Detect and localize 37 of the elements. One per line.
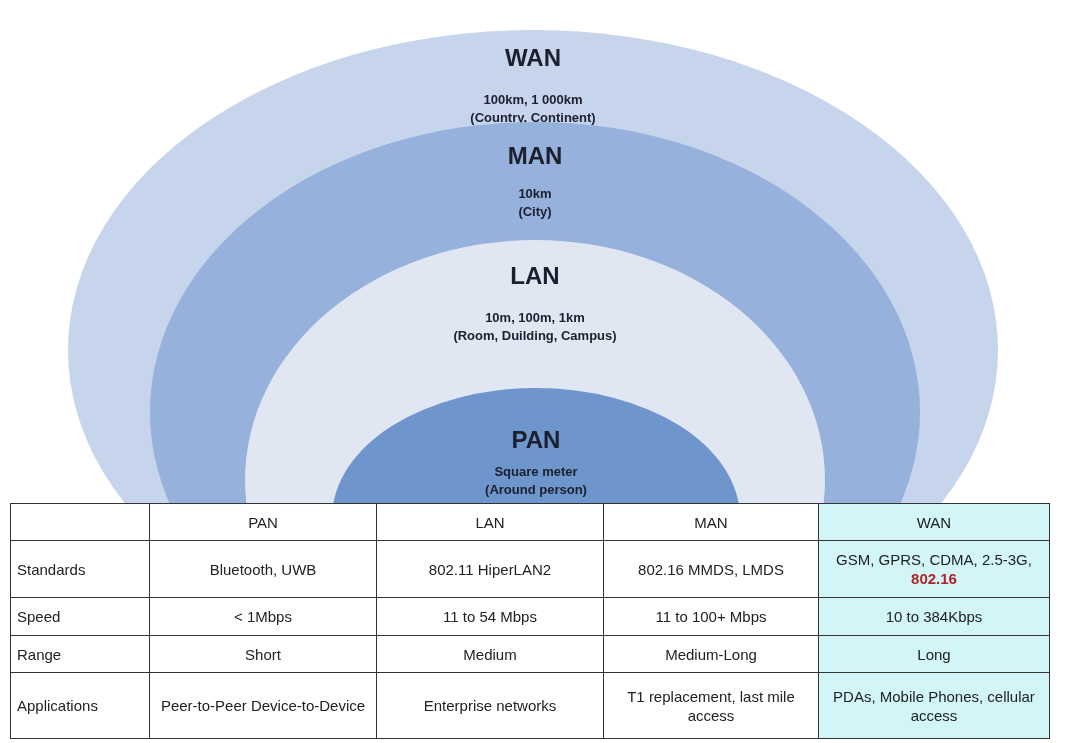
table-cell: 802.16 MMDS, LMDS — [603, 540, 819, 598]
table-cell: Enterprise networks — [376, 672, 604, 739]
table-cell: Short — [149, 635, 377, 673]
column-header: PAN — [149, 503, 377, 541]
table-cell: 11 to 100+ Mbps — [603, 597, 819, 636]
table-cell: 802.11 HiperLAN2 — [376, 540, 604, 598]
range-text: (Room, Duilding, Campus) — [452, 328, 618, 343]
row-header: Applications — [10, 672, 150, 739]
range-text: (City) — [517, 204, 553, 219]
table-cell: Bluetooth, UWB — [149, 540, 377, 598]
table-cell: 11 to 54 Mbps — [376, 597, 604, 636]
column-header: LAN — [376, 503, 604, 541]
range-text: 10m, 100m, 1km — [484, 310, 586, 325]
table-cell: PDAs, Mobile Phones, cellular access — [818, 672, 1050, 739]
highlighted-value: 802.16 — [911, 570, 957, 587]
row-header: Range — [10, 635, 150, 673]
network-title: MAN — [506, 142, 564, 170]
table-cell: < 1Mbps — [149, 597, 377, 636]
table-cell: Medium — [376, 635, 604, 673]
range-text: (Around person) — [484, 482, 588, 497]
column-header: MAN — [603, 503, 819, 541]
cell-text: GSM, GPRS, CDMA, 2.5-3G, — [836, 551, 1032, 568]
row-header: Speed — [10, 597, 150, 636]
range-text: 100km, 1 000km — [482, 92, 584, 107]
network-title: PAN — [510, 426, 562, 454]
range-text: (Country, Continent) — [469, 110, 597, 125]
table-cell: 10 to 384Kbps — [818, 597, 1050, 636]
range-text: Square meter — [493, 464, 579, 479]
table-cell: Peer-to-Peer Device-to-Device — [149, 672, 377, 739]
table-cell: T1 replacement, last mile access — [603, 672, 819, 739]
row-header: Standards — [10, 540, 150, 598]
range-text: 10km — [517, 186, 553, 201]
network-title: WAN — [504, 44, 562, 72]
network-title: LAN — [509, 262, 561, 290]
table-cell: Long — [818, 635, 1050, 673]
column-header: WAN — [818, 503, 1050, 541]
table-cell: Medium-Long — [603, 635, 819, 673]
